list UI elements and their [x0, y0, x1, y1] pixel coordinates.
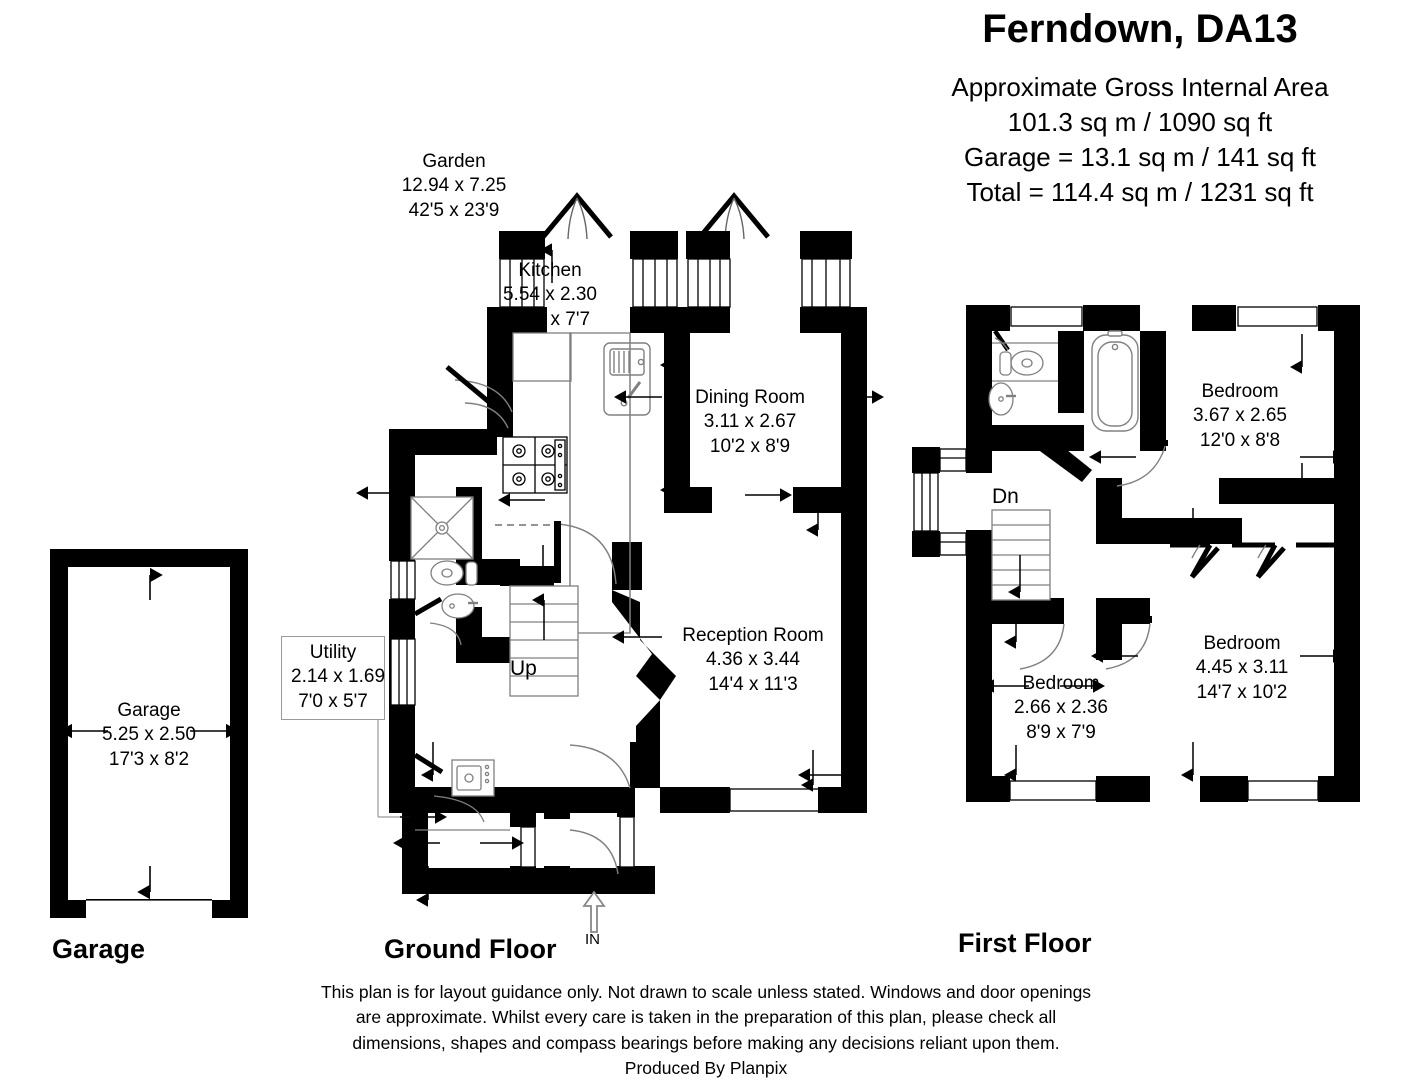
reception-room-imperial: 14'4 x 11'3: [708, 673, 798, 695]
room-label-dining-room: Dining Room 3.11 x 2.67 10'2 x 8'9: [655, 386, 845, 459]
washer-icon: [451, 759, 495, 797]
bedroom-main-metric: 3.67 x 2.65: [1192, 405, 1288, 427]
bedroom-small-name: Bedroom: [1022, 673, 1100, 694]
header-block: Ferndown, DA13 Approximate Gross Interna…: [880, 8, 1400, 210]
dining-room-name: Dining Room: [695, 387, 805, 408]
reception-room-metric: 4.36 x 3.44: [705, 649, 801, 671]
garden-name: Garden: [422, 151, 486, 172]
room-label-bedroom-small: Bedroom 2.66 x 2.36 8'9 x 7'9: [968, 672, 1154, 745]
room-label-utility: Utility 2.14 x 1.69 7'0 x 5'7: [281, 636, 385, 720]
room-label-bedroom-main: Bedroom 3.67 x 2.65 12'0 x 8'8: [1149, 380, 1331, 453]
bedroom-small-imperial: 8'9 x 7'9: [1026, 721, 1096, 743]
disclaimer-line-2: are approximate. Whilst every care is ta…: [355, 1007, 1057, 1028]
room-label-garage: Garage 5.25 x 2.50 17'3 x 8'2: [58, 699, 240, 772]
shower-tray-icon: [410, 496, 474, 560]
ground-floor-plan: [356, 192, 884, 933]
entrance-arrow-icon: [582, 890, 606, 933]
utility-name: Utility: [309, 642, 357, 663]
bedroom-rear-name: Bedroom: [1203, 633, 1281, 654]
bedroom-rear-metric: 4.45 x 3.11: [1195, 657, 1289, 679]
garage-metric: 5.25 x 2.50: [101, 724, 197, 746]
area-line-total: Total = 114.4 sq m / 1231 sq ft: [966, 177, 1314, 208]
first-floor-washbasin-icon: [988, 382, 1016, 416]
garage-plan: [50, 549, 248, 918]
bedroom-main-imperial: 12'0 x 8'8: [1199, 429, 1281, 451]
bath-icon: [1091, 330, 1139, 432]
first-floor-plan: [912, 305, 1360, 802]
garden-imperial: 42'5 x 23'9: [408, 199, 500, 221]
first-floor-toilet-icon: [999, 350, 1044, 376]
room-label-bedroom-rear: Bedroom 4.45 x 3.11 14'7 x 10'2: [1151, 632, 1333, 705]
area-line-heading: Approximate Gross Internal Area: [951, 72, 1329, 102]
garden-metric: 12.94 x 7.25: [401, 175, 507, 197]
area-line-internal: 101.3 sq m / 1090 sq ft: [1007, 107, 1273, 138]
garden-door-canopies: [541, 192, 770, 240]
room-label-kitchen: Kitchen 5.54 x 2.30 18'2 x 7'7: [455, 259, 645, 332]
disclaimer-line-1: This plan is for layout guidance only. N…: [320, 982, 1092, 1002]
room-label-garden: Garden 12.94 x 7.25 42'5 x 23'9: [363, 150, 545, 223]
disclaimer-note: This plan is for layout guidance only. N…: [0, 980, 1412, 1082]
disclaimer-line-3: dimensions, shapes and compass bearings …: [352, 1032, 1060, 1053]
utility-imperial: 7'0 x 5'7: [298, 690, 368, 712]
area-line-garage: Garage = 13.1 sq m / 141 sq ft: [964, 142, 1316, 173]
stairs-up-label: Up: [510, 657, 537, 680]
washbasin-icon: [441, 593, 478, 619]
first-floor-caption: First Floor: [958, 928, 1092, 958]
first-floor-staircase: [991, 509, 1051, 601]
bedroom-rear-imperial: 14'7 x 10'2: [1196, 681, 1288, 703]
toilet-icon: [430, 560, 478, 586]
kitchen-name: Kitchen: [518, 260, 582, 281]
utility-metric: 2.14 x 1.69: [291, 666, 386, 688]
room-label-reception-room: Reception Room 4.36 x 3.44 14'4 x 11'3: [657, 624, 849, 697]
ground-floor-caption: Ground Floor: [384, 934, 557, 964]
page-title: Ferndown, DA13: [982, 7, 1298, 51]
bedroom-main-name: Bedroom: [1201, 381, 1279, 402]
area-summary: Approximate Gross Internal Area 101.3 sq…: [880, 70, 1400, 210]
kitchen-sink-icon: [603, 342, 651, 416]
dining-room-imperial: 10'2 x 8'9: [709, 435, 791, 457]
producer-credit: Produced By Planpix: [624, 1058, 788, 1079]
kitchen-imperial: 18'2 x 7'7: [509, 308, 591, 330]
stairs-down-label: Dn: [992, 485, 1019, 508]
garage-imperial: 17'3 x 8'2: [108, 748, 190, 770]
kitchen-hob-icon: [502, 436, 568, 494]
reception-room-name: Reception Room: [682, 625, 824, 646]
kitchen-metric: 5.54 x 2.30: [502, 284, 598, 306]
entrance-label: IN: [585, 931, 600, 948]
bedroom-small-metric: 2.66 x 2.36: [1013, 697, 1109, 719]
dining-room-metric: 3.11 x 2.67: [703, 411, 797, 433]
garage-name: Garage: [117, 700, 181, 721]
garage-caption: Garage: [52, 934, 146, 964]
